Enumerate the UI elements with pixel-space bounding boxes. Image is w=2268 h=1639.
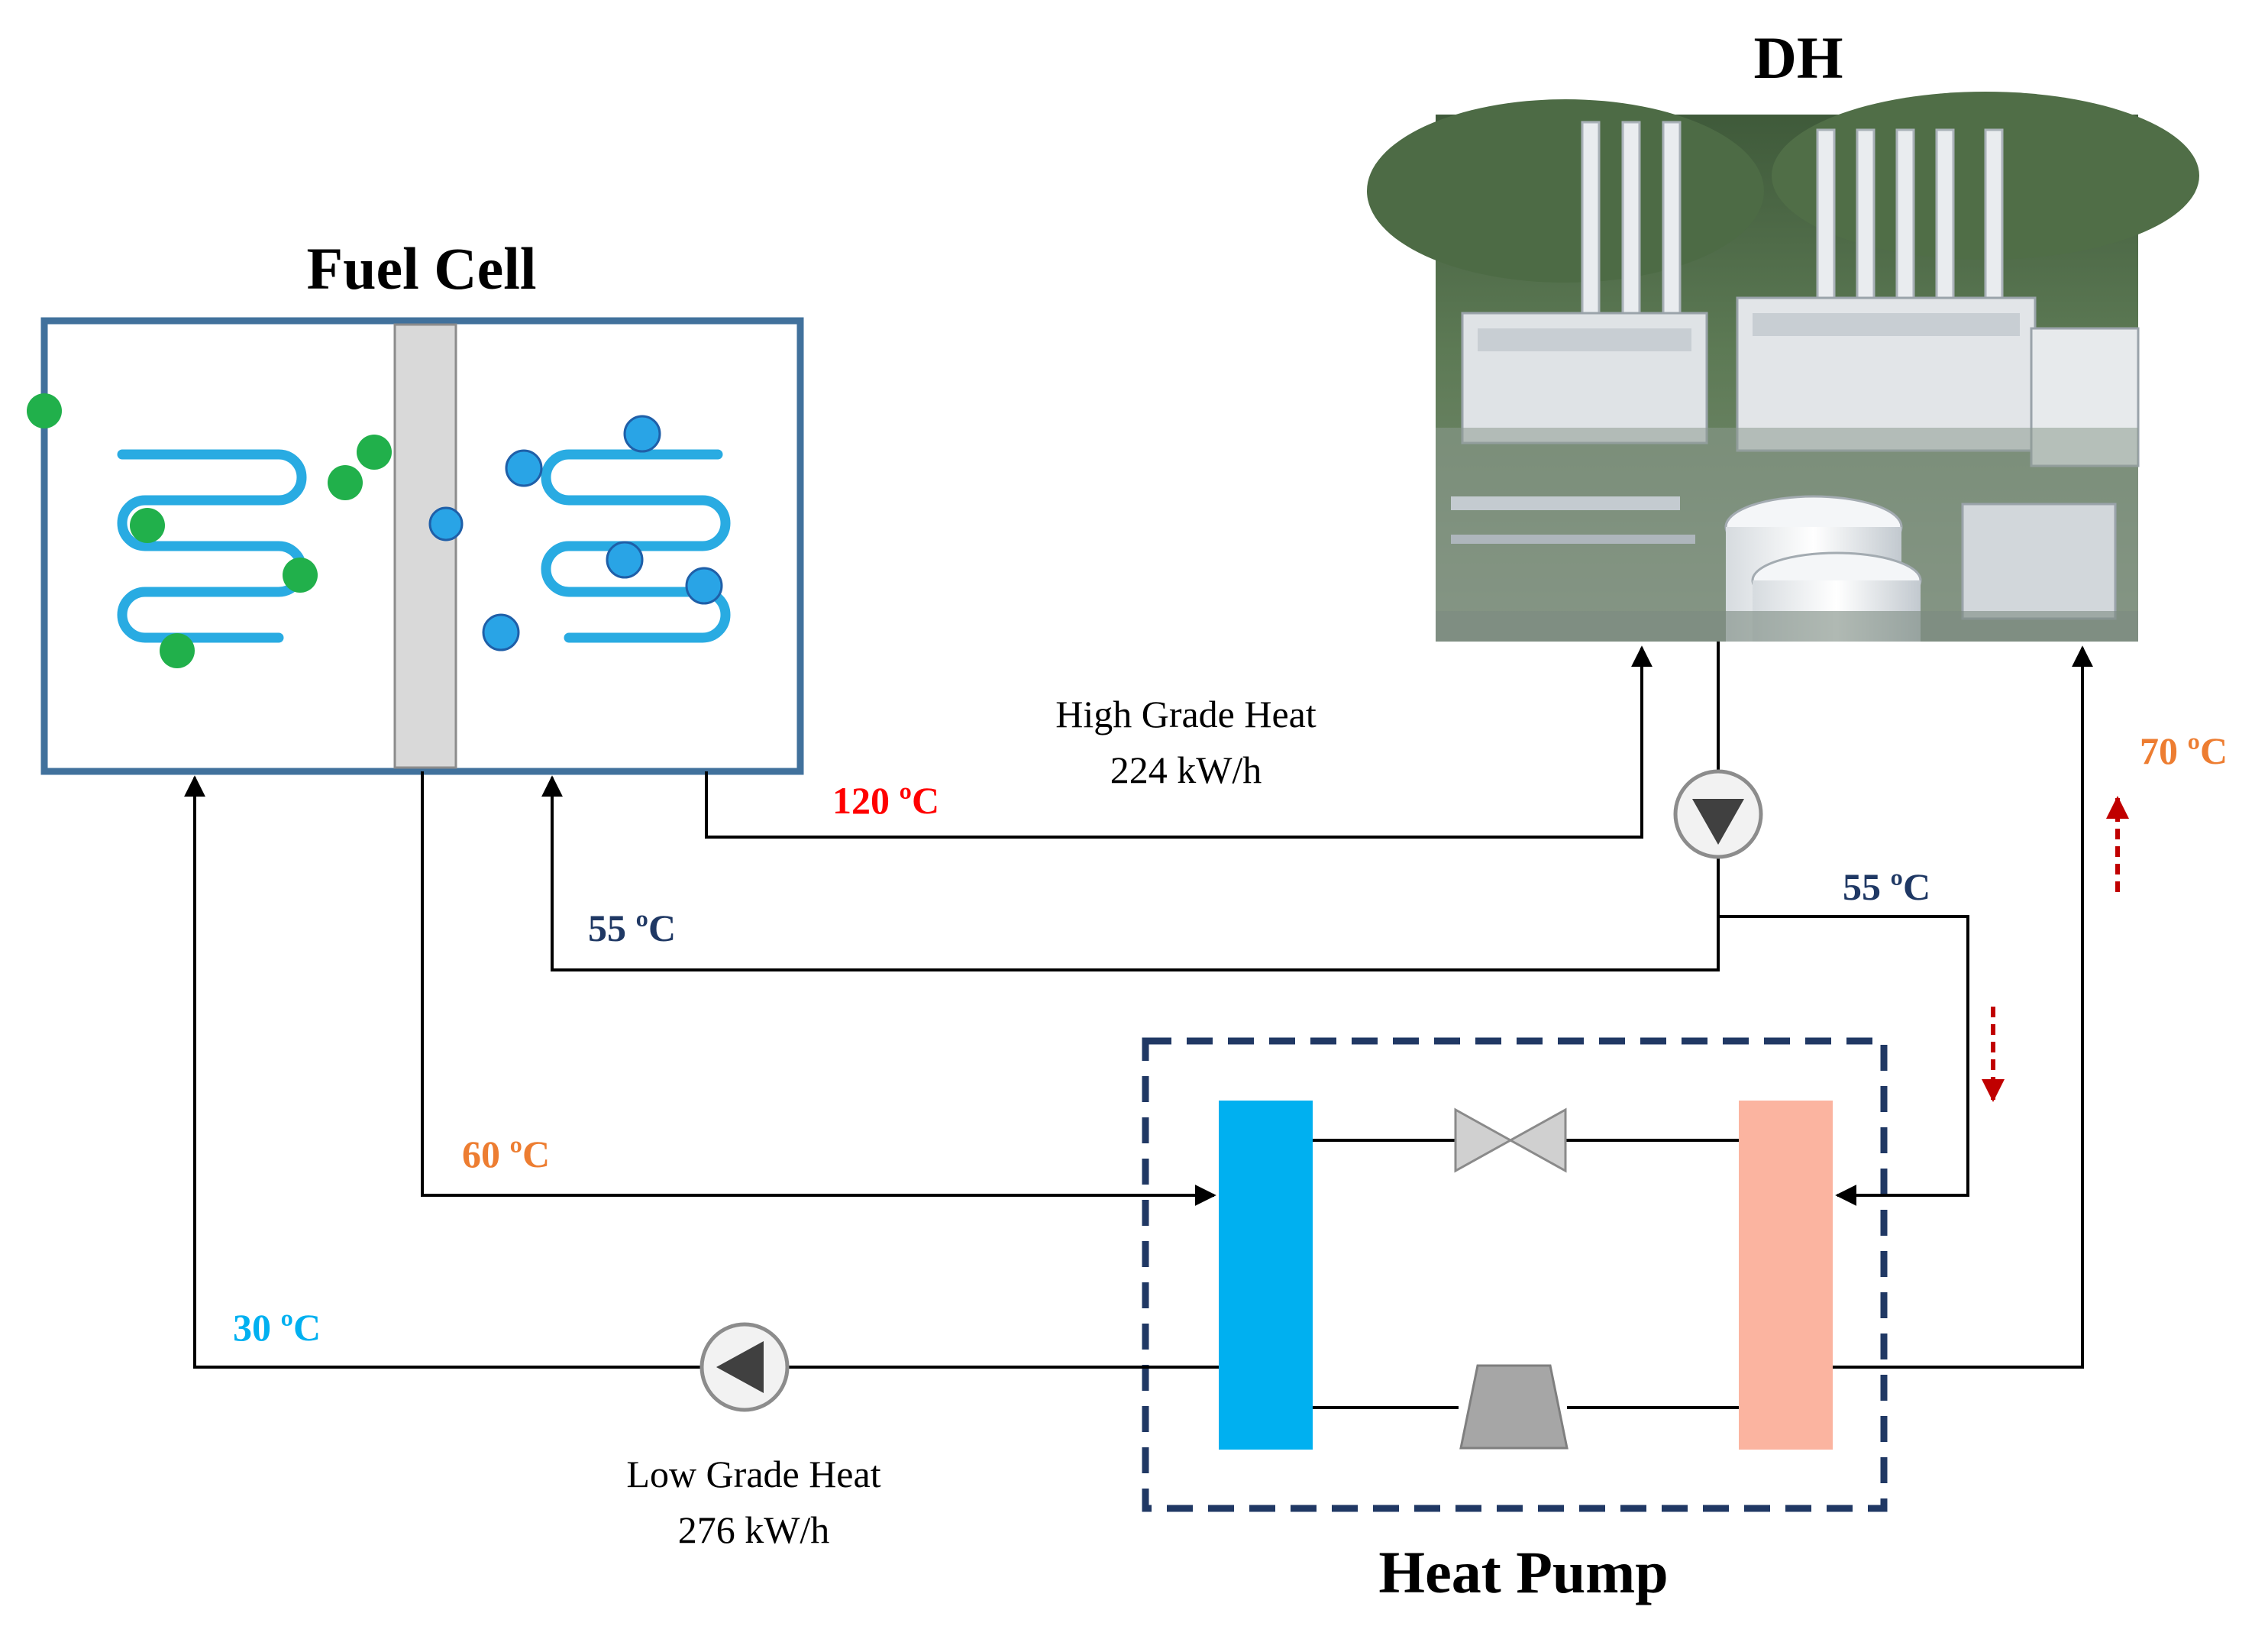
high-grade-heat-label: High Grade Heat [1055,693,1317,735]
temp-55-fuel-cell-label: 55 ºC [588,907,676,949]
condenser [1739,1101,1833,1450]
anode-flow-channel [117,449,307,643]
temp-60-label: 60 ºC [462,1133,550,1175]
dh-title: DH [1754,24,1843,91]
high-grade-heat-value: 224 kW/h [1110,748,1262,791]
heat-pump-boundary [1142,1037,1888,1512]
compressor-icon [1459,1364,1569,1450]
cathode-particles [428,415,723,651]
refrigerant-lines [1313,1139,1739,1409]
low-grade-heat-label: Low Grade Heat [626,1453,880,1495]
supply-70-line [1833,645,2093,1369]
pump-icon [1673,769,1763,859]
low-grade-heat-value: 276 kW/h [678,1508,830,1551]
heat-pump-title: Heat Pump [1378,1539,1668,1605]
temp-70-label: 70 ºC [2140,729,2228,772]
fuel-cell-unit [27,317,804,775]
high-grade-heat-line [705,645,1653,839]
dh-plant-photo [1367,92,2199,642]
temp-120-label: 120 ºC [832,779,939,822]
fuel-cell-title: Fuel Cell [306,235,536,302]
anode-particles [27,393,392,668]
return-55-heat-pump-line [1718,915,1969,1206]
temp-55-heat-pump-label: 55 ºC [1843,865,1930,908]
pump-icon [699,1322,790,1412]
membrane [393,323,457,769]
piping [184,642,2093,1369]
low-grade-heat-supply-line [421,771,1216,1206]
evaporator [1219,1101,1313,1450]
expansion-valve-icon [1454,1107,1567,1173]
temp-30-label: 30 ºC [233,1306,321,1349]
return-55-fuel-cell-line [541,775,1720,971]
